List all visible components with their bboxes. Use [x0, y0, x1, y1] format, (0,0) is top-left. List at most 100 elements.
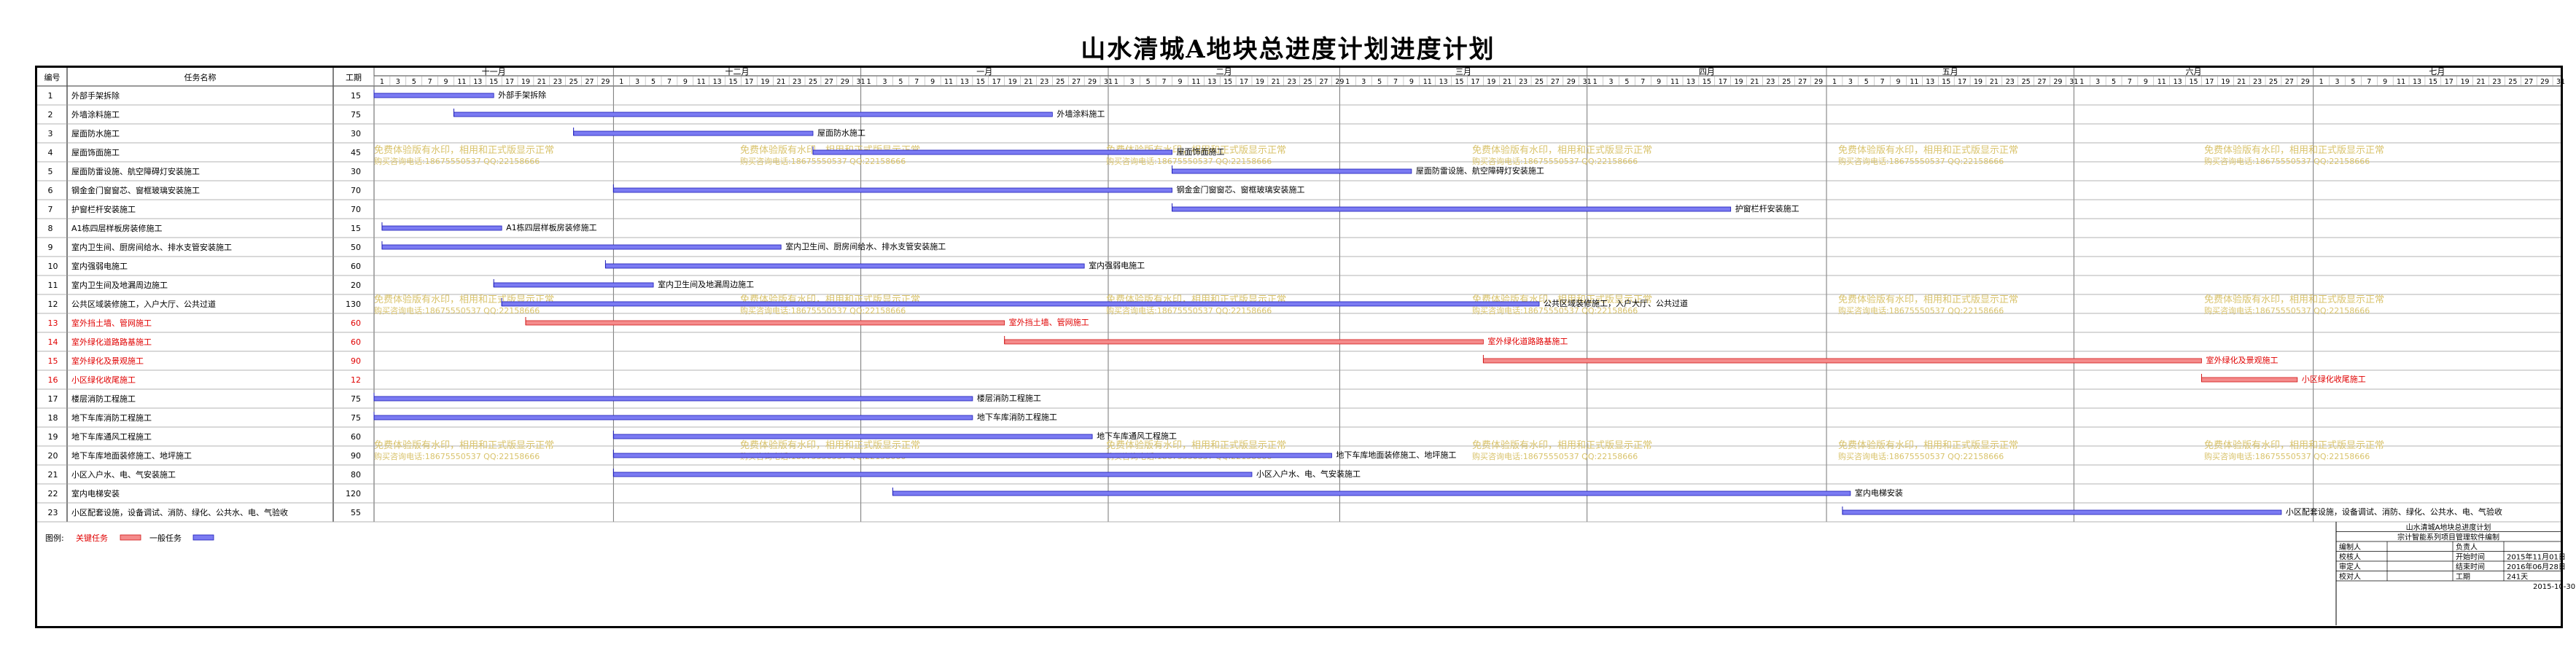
- day-tick-label: 25: [2022, 78, 2031, 86]
- day-tick-label: 7: [1393, 78, 1398, 86]
- task-duration: 70: [351, 186, 361, 195]
- day-tick-label: 17: [1471, 78, 1479, 86]
- watermark-line2: 购买咨询电话:18675550537 QQ:22158666: [1106, 305, 1272, 316]
- day-tick-label: 29: [1567, 78, 1576, 86]
- day-tick-label: 1: [380, 78, 384, 86]
- day-tick-label: 21: [2237, 78, 2246, 86]
- day-tick-label: 23: [1519, 78, 1528, 86]
- task-duration: 70: [351, 205, 361, 214]
- task-bar: [1482, 358, 2202, 364]
- task-bar: [454, 112, 1053, 117]
- task-duration: 60: [351, 318, 361, 328]
- legend-normal-swatch: [192, 534, 214, 541]
- day-tick-label: 7: [1641, 78, 1645, 86]
- month-label: 七月: [2429, 67, 2445, 77]
- day-tick-label: 3: [396, 78, 400, 86]
- day-tick-label: 9: [1896, 78, 1901, 86]
- task-duration: 120: [346, 489, 361, 498]
- task-id: 16: [48, 375, 58, 385]
- day-tick-label: 1: [1345, 78, 1350, 86]
- info-project: 山水清城A地块总进度计划: [2406, 523, 2491, 532]
- watermark-line1: 免费体验版有水印，相用和正式版显示正常: [1472, 144, 1652, 156]
- task-bar: [612, 472, 1253, 477]
- task-name: 小区绿化收尾施工: [71, 375, 136, 385]
- task-id: 22: [48, 489, 58, 498]
- task-name: 室内电梯安装: [71, 488, 120, 498]
- task-name: 小区入户水、电、气安装施工: [71, 469, 176, 480]
- watermark-line1: 免费体验版有水印，相用和正式版显示正常: [1838, 144, 2018, 156]
- day-tick-label: 29: [2540, 78, 2549, 86]
- task-bar: [1172, 168, 1412, 174]
- watermark-line2: 购买咨询电话:18675550537 QQ:22158666: [1472, 305, 1638, 316]
- day-tick-label: 1: [619, 78, 623, 86]
- day-tick-label: 3: [1848, 78, 1853, 86]
- day-tick-label: 31: [2556, 78, 2565, 86]
- task-bar: [612, 187, 1172, 193]
- bar-label: 室外绿化道路路基施工: [1487, 336, 1568, 346]
- bar-label: 地下车库地面装修施工、地坪施工: [1336, 450, 1456, 460]
- day-tick-label: 9: [683, 78, 688, 86]
- task-duration: 75: [351, 394, 361, 404]
- watermark-line2: 购买咨询电话:18675550537 QQ:22158666: [1838, 156, 2004, 166]
- day-tick-label: 5: [898, 78, 903, 86]
- day-tick-label: 21: [1272, 78, 1280, 86]
- task-bar: [1004, 339, 1484, 345]
- day-tick-label: 25: [1304, 78, 1312, 86]
- day-tick-label: 27: [1319, 78, 1328, 86]
- day-tick-label: 15: [1455, 78, 1464, 86]
- task-name: 外墙涂料施工: [71, 109, 120, 120]
- task-bar: [612, 453, 1332, 458]
- task-id: 8: [48, 224, 53, 233]
- task-id: 20: [48, 451, 58, 461]
- watermark-line2: 购买咨询电话:18675550537 QQ:22158666: [374, 451, 540, 461]
- task-id: 14: [48, 337, 58, 347]
- day-tick-label: 17: [2445, 78, 2454, 86]
- task-name: 室外绿化及景观施工: [71, 356, 144, 366]
- task-id: 1: [48, 91, 53, 101]
- day-tick-label: 23: [2253, 78, 2262, 86]
- task-name: 室外挡土墙、管网施工: [71, 318, 152, 328]
- day-tick-label: 17: [1240, 78, 1248, 86]
- watermark-line1: 免费体验版有水印，相用和正式版显示正常: [1838, 439, 2018, 451]
- day-tick-label: 29: [1088, 78, 1097, 86]
- info-value: 241天: [2507, 574, 2528, 582]
- day-tick-label: 25: [2508, 78, 2517, 86]
- task-bar: [2201, 377, 2298, 383]
- task-bar: [501, 301, 1540, 307]
- day-tick-label: 17: [505, 78, 514, 86]
- watermark-line2: 购买咨询电话:18675550537 QQ:22158666: [374, 156, 540, 166]
- day-tick-label: 5: [1377, 78, 1382, 86]
- bar-label: 地下车库消防工程施工: [977, 412, 1057, 422]
- day-tick-label: 23: [2492, 78, 2501, 86]
- day-tick-label: 19: [760, 78, 769, 86]
- day-tick-label: 11: [2157, 78, 2166, 86]
- task-id: 11: [48, 281, 58, 290]
- day-tick-label: 5: [1146, 78, 1151, 86]
- bar-label: 外墙涂料施工: [1057, 109, 1105, 119]
- info-key: 开始时间: [2456, 552, 2485, 562]
- day-tick-label: 19: [1487, 78, 1495, 86]
- day-tick-label: 15: [2429, 78, 2437, 86]
- month-label: 一月: [976, 67, 992, 77]
- day-tick-label: 7: [2367, 78, 2371, 86]
- bar-label: 室内电梯安装: [1855, 488, 1903, 498]
- task-bar: [812, 149, 1172, 155]
- day-tick-label: 9: [1409, 78, 1414, 86]
- task-name: 地下车库地面装修施工、地坪施工: [71, 450, 192, 461]
- month-label: 十一月: [482, 66, 506, 77]
- day-tick-label: 9: [930, 78, 935, 86]
- legend-critical-swatch: [120, 534, 141, 541]
- bar-label: 屋面防水施工: [817, 128, 865, 138]
- watermark-line2: 购买咨询电话:18675550537 QQ:22158666: [2204, 451, 2370, 461]
- day-tick-label: 3: [1130, 78, 1135, 86]
- day-tick-label: 13: [1207, 78, 1216, 86]
- task-id: 4: [48, 148, 53, 157]
- day-tick-label: 5: [412, 78, 416, 86]
- info-key: 结束时间: [2456, 562, 2485, 571]
- day-tick-label: 23: [1288, 78, 1296, 86]
- task-bar: [373, 93, 494, 98]
- day-tick-label: 27: [1798, 78, 1807, 86]
- task-name: A1栋四层样板房装修施工: [71, 223, 163, 233]
- bar-label: 钢金金门窗窗芯、窗框玻璃安装施工: [1177, 184, 1305, 195]
- task-duration: 60: [351, 432, 361, 442]
